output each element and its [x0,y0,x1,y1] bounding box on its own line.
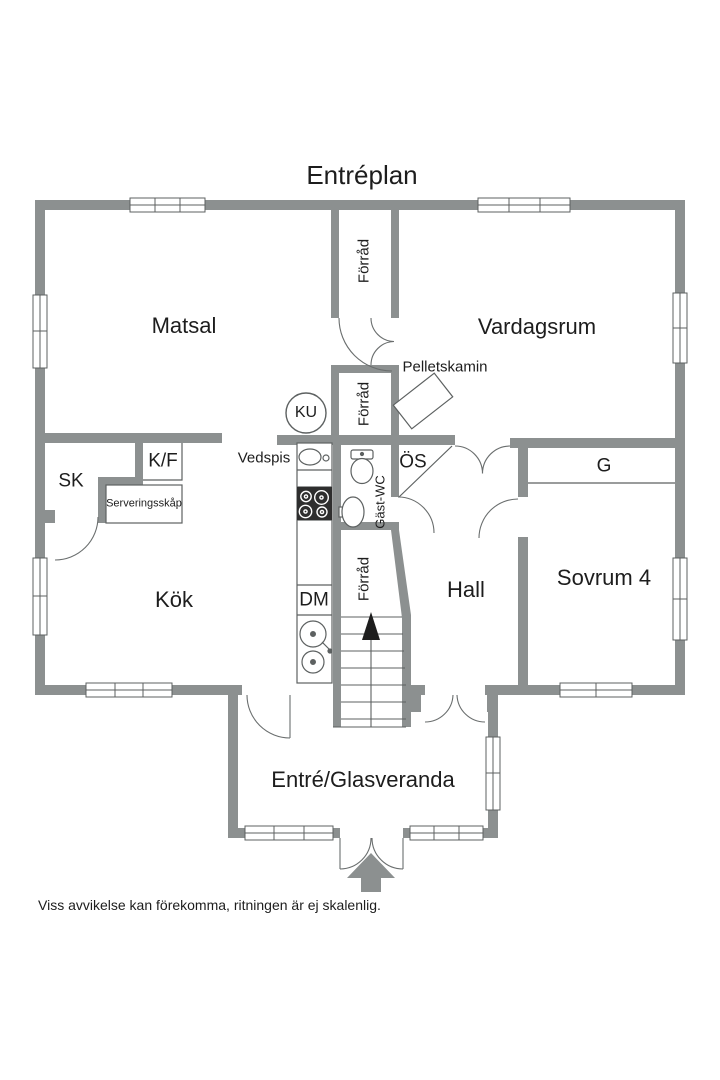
window [672,557,688,641]
wc-sink-icon [338,496,365,528]
stairs-direction-arrow-icon [362,612,380,640]
label-sk: SK [58,470,84,492]
room-label-matsal: Matsal [151,313,217,338]
window [129,197,206,213]
toilet-icon [350,449,374,485]
casework-lines [105,442,675,684]
label-kf: K/F [148,450,178,472]
window [559,682,633,698]
label-os: ÖS [399,451,427,473]
label-vedspis: Vedspis [237,449,291,467]
label-forrad-2: Förråd [355,381,373,427]
room-label-sovrum4: Sovrum 4 [556,565,652,590]
window [409,825,484,841]
label-dm: DM [299,589,329,611]
room-label-entre: Entré/Glasveranda [271,767,455,792]
pellet-stove-icon [392,372,454,430]
room-label-vardagsrum: Vardagsrum [477,314,597,339]
window [32,294,48,369]
room-label-kok: Kök [155,587,193,612]
label-serveringsskap: Serveringsskåp [106,497,182,510]
room-label-hall: Hall [447,577,485,602]
label-forrad-1: Förråd [355,238,373,284]
ku-circle [285,392,327,434]
disclaimer-note: Viss avvikelse kan förekomma, ritningen … [38,897,381,913]
cooktop-icon [297,487,332,520]
stairs [333,616,406,728]
window [485,736,501,811]
label-g: G [596,455,612,477]
windows [32,197,688,841]
page-title: Entréplan [306,160,418,190]
wood-stove-icon [298,448,330,466]
window [672,292,688,364]
label-gastwc: Gäst-WC [372,475,388,529]
label-pelletskamin: Pelletskamin [402,358,488,376]
label-forrad-3: Förråd [355,556,373,602]
window [32,557,48,636]
label-ku: KU [294,404,318,421]
window [244,825,334,841]
window [85,682,173,698]
entrance-arrow-icon [347,853,395,892]
doors [54,317,519,870]
kitchen-sink-icon [299,620,333,674]
window [477,197,571,213]
